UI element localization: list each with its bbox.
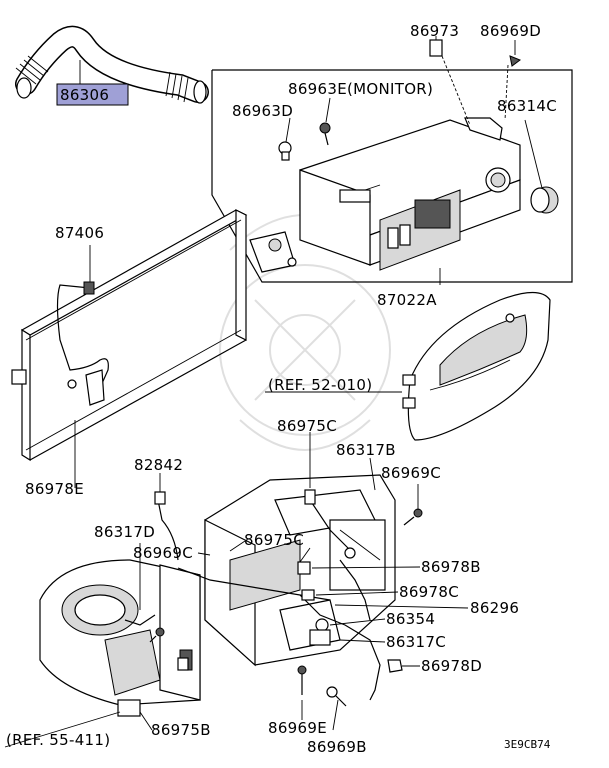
part-label-86975C-mid[interactable]: 86975C xyxy=(244,531,304,549)
part-label-86306[interactable]: 86306 xyxy=(60,86,109,104)
part-label-86963E[interactable]: 86963E(MONITOR) xyxy=(288,80,433,98)
part-number-highlight xyxy=(56,83,129,106)
screw-86969E xyxy=(297,665,307,695)
connectors xyxy=(117,489,403,717)
screw-86969C xyxy=(403,508,423,526)
bracket-right-condenser xyxy=(249,231,297,273)
part-label-86978D[interactable]: 86978D xyxy=(421,657,482,675)
part-label-86978B[interactable]: 86978B xyxy=(421,558,481,576)
blower-unit xyxy=(39,559,201,706)
part-label-86317D[interactable]: 86317D xyxy=(94,523,155,541)
leader-lines xyxy=(4,420,469,748)
part-label-86314C[interactable]: 86314C xyxy=(497,97,557,115)
ref-label-55-411[interactable]: (REF. 55-411) xyxy=(6,731,110,749)
condenser-panel xyxy=(11,209,248,462)
part-label-86969C-left[interactable]: 86969C xyxy=(133,544,193,562)
part-label-82842[interactable]: 82842 xyxy=(134,456,183,474)
bracket-86973 xyxy=(429,36,471,126)
part-label-86317C[interactable]: 86317C xyxy=(386,633,446,651)
screw-86969B xyxy=(326,686,347,707)
part-label-87022A[interactable]: 87022A xyxy=(377,291,437,309)
knob-part xyxy=(524,119,559,214)
part-label-87406[interactable]: 87406 xyxy=(55,224,104,242)
part-label-86978E[interactable]: 86978E xyxy=(25,480,84,498)
part-label-86975C-top[interactable]: 86975C xyxy=(277,417,337,435)
part-label-86969C[interactable]: 86969C xyxy=(381,464,441,482)
part-label-86317B[interactable]: 86317B xyxy=(336,441,396,459)
part-label-86969D[interactable]: 86969D xyxy=(480,22,541,40)
harness-wires xyxy=(124,499,381,701)
part-label-86973[interactable]: 86973 xyxy=(410,22,459,40)
part-label-86978C[interactable]: 86978C xyxy=(399,583,459,601)
screw-86963E xyxy=(319,97,331,146)
screw-86969C-left xyxy=(149,627,165,643)
front-panel-bezel xyxy=(402,291,551,441)
part-label-86975B[interactable]: 86975B xyxy=(151,721,211,739)
part-label-86969E[interactable]: 86969E xyxy=(268,719,327,737)
condenser-pipe xyxy=(56,245,109,406)
screw-86963D xyxy=(278,117,292,161)
part-label-86354[interactable]: 86354 xyxy=(386,610,435,628)
part-label-86969B[interactable]: 86969B xyxy=(307,738,367,756)
part-label-86963D[interactable]: 86963D xyxy=(232,102,293,120)
diagram-code: 3E9CB74 xyxy=(504,738,551,751)
screw-86969D xyxy=(504,40,522,121)
ref-label-52-010[interactable]: (REF. 52-010) xyxy=(268,376,372,394)
hose-part xyxy=(15,25,209,104)
control-unit xyxy=(299,117,521,271)
part-label-86296[interactable]: 86296 xyxy=(470,599,519,617)
control-unit-frame xyxy=(211,69,573,283)
